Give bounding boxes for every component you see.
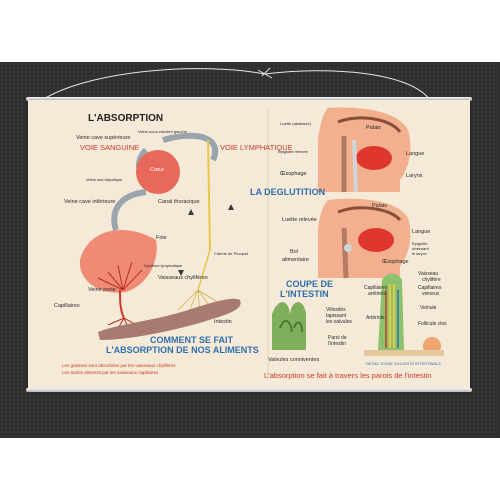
footnote-line1: Les graisses sont absorbées par les vais…	[62, 363, 176, 368]
liver-shape	[79, 229, 157, 293]
deglutition-head-mid	[318, 198, 411, 279]
label-systeme-lymphatique: Système lymphatique	[144, 263, 183, 268]
label-luette-relevee: Luette relevée	[282, 217, 317, 223]
label-epiglotte-line3: le larynx	[412, 251, 427, 256]
top-hanger-rod	[26, 97, 472, 101]
label-bol-line2: alimentaire	[282, 257, 309, 263]
bottom-hanger-rod	[26, 388, 472, 392]
label-epiglotte-line1: Epiglotte	[412, 241, 428, 246]
label-veine-sus-hepatique: Veine sus-hépatique	[86, 177, 123, 182]
label-langue-top: Langue	[406, 151, 425, 157]
label-langue-mid: Langue	[412, 229, 431, 235]
label-vaisseau-line1: Vaisseau	[418, 271, 439, 277]
label-veine-cave-sup: Veine cave supérieure	[76, 135, 131, 141]
label-arteriole: Artériole	[366, 315, 385, 321]
label-valvules: Valvules conniventes	[268, 357, 320, 363]
anatomy-poster: L'ABSORPTION Veine sous-clavière gauche …	[28, 100, 470, 390]
label-luette-abaissee: Luette (abaissée)	[280, 121, 311, 126]
poster-illustrations	[79, 107, 444, 380]
label-capillaires: Capillaires	[54, 303, 80, 309]
label-capillaires-art-line2: artériels	[368, 291, 386, 297]
label-vaisseau-line2: chylifère	[422, 277, 441, 283]
label-deglutition: LA DEGLUTITION	[250, 187, 326, 197]
intestine-shape	[98, 298, 241, 340]
label-larynx: Larynx	[406, 173, 423, 179]
label-foie: Foie	[156, 235, 167, 241]
label-citerne: Citerne de Pecquet	[214, 251, 249, 256]
label-paroi-line1: Paroi de	[328, 335, 347, 341]
label-capillaires-vein-line1: Capillaires	[418, 285, 442, 291]
label-veine-sous-claviere: Veine sous-clavière gauche	[138, 129, 187, 134]
label-comment-line1: COMMENT SE FAIT	[150, 335, 233, 345]
label-veine-cave-inf: Veine cave inférieure	[64, 199, 116, 205]
label-villosites-line1: Villosités	[326, 307, 346, 313]
food-bolus	[344, 244, 352, 252]
label-oesophage-mid: Œsophage	[382, 259, 409, 265]
label-voie-sanguine: VOIE SANGUINE	[80, 143, 140, 152]
heart-shape	[136, 150, 180, 194]
footnote-line2: Les autres aliments par les vaisseaux ca…	[62, 370, 159, 375]
label-veinule: Veinule	[420, 305, 437, 311]
intestine-section	[272, 274, 444, 356]
label-capillaires-vein-line2: veineux	[422, 291, 440, 297]
label-comment-line2: L'ABSORPTION DE NOS ALIMENTS	[106, 345, 259, 355]
label-palais-top: Palais	[366, 125, 381, 131]
absorption-diagram	[79, 132, 241, 340]
label-intestin: Intestin	[214, 319, 232, 325]
label-canal-thoracique: Canal thoracique	[158, 199, 200, 205]
label-coupe-line2: L'INTESTIN	[280, 289, 329, 299]
label-vaisseaux-chyliferes: Vaisseaux chylifères	[158, 275, 208, 281]
label-villosites-line3: les valvules	[326, 319, 352, 325]
deglutition-head-top	[318, 107, 411, 193]
label-palais-mid: Palais	[372, 203, 387, 209]
tongue-mid	[358, 228, 394, 252]
label-capillaires-art-line1: Capillaires	[364, 285, 388, 291]
label-epiglotte-relevee: Epiglotte relevée	[278, 149, 308, 154]
label-detail-villosite: DETAIL D'UNE VILLOSITE INTESTINALE	[366, 361, 442, 366]
label-follicule: Follicule clos	[418, 321, 447, 327]
label-veine-porte: Veine porte	[88, 287, 116, 293]
label-footer-absorption: L'absorption se fait à travers les paroi…	[264, 371, 432, 380]
label-voie-lymphatique: VOIE LYMPHATIQUE	[220, 143, 293, 152]
tongue-top	[356, 146, 392, 170]
label-epiglotte-line2: obstruant	[412, 246, 429, 251]
label-coupe-line1: COUPE DE	[286, 279, 334, 289]
label-bol-line1: Bol	[290, 249, 298, 255]
label-coeur: Cœur	[150, 167, 165, 173]
label-paroi-line2: l'intestin	[328, 341, 346, 347]
label-villosites-line2: tapissant	[326, 313, 347, 319]
label-oesophage-top: Œsophage	[280, 171, 307, 177]
poster-title: L'ABSORPTION	[88, 113, 164, 124]
